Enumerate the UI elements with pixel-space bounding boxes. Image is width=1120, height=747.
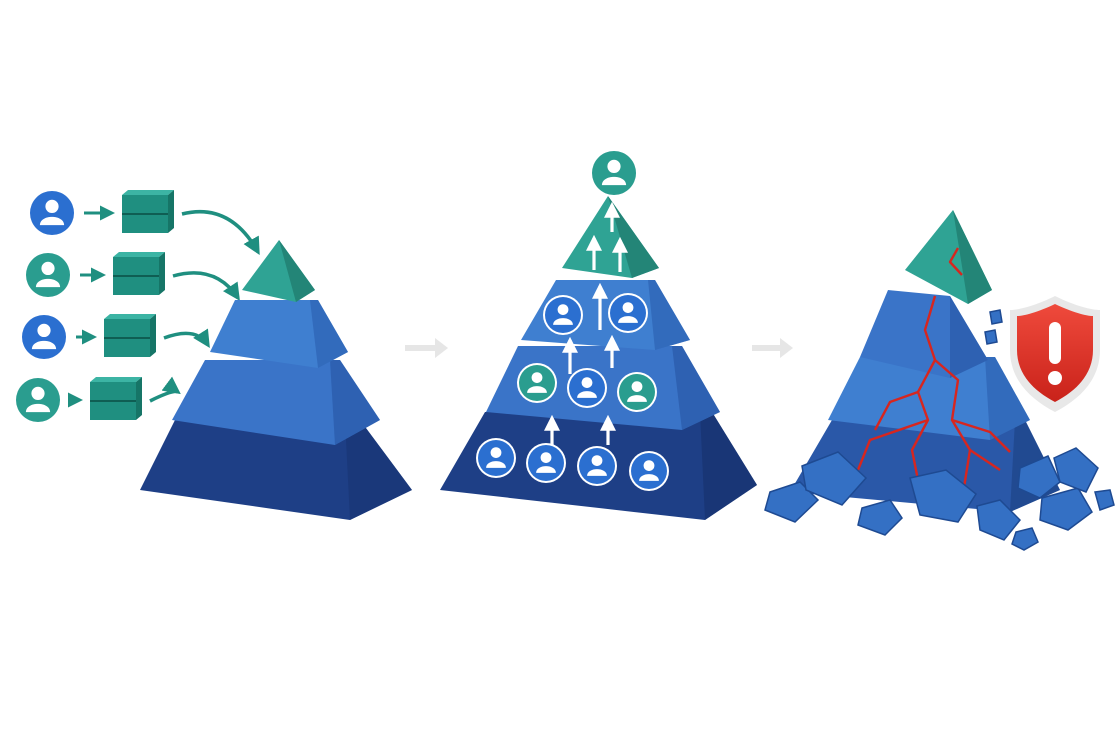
tier-bottom <box>140 420 412 520</box>
panel-promote <box>440 149 757 520</box>
panel-collapse <box>764 210 1115 551</box>
contributor-avatar-icon <box>20 313 68 361</box>
tier-third <box>172 360 380 445</box>
pyramid-collapse <box>790 210 1060 512</box>
contributor-column <box>14 189 260 424</box>
rubble-blocks <box>764 309 1115 551</box>
crack-lines <box>856 247 1011 501</box>
member-avatar-icon <box>577 446 617 486</box>
rubble-block <box>857 499 903 536</box>
build-arrow <box>172 271 240 301</box>
rubble-block <box>1053 447 1099 493</box>
contribution-block-icon <box>90 377 142 420</box>
member-nodes <box>476 149 669 491</box>
tier-middle <box>828 357 1030 440</box>
member-avatar-icon <box>567 368 607 408</box>
pyramid-build <box>140 240 412 520</box>
member-avatar-icon <box>608 293 648 333</box>
rubble-block <box>989 309 1003 325</box>
contribution-block-icon <box>113 252 165 295</box>
rubble-block <box>976 499 1022 541</box>
member-avatar-icon <box>517 363 557 403</box>
member-avatar-icon <box>476 438 516 478</box>
contributor-avatar-icon <box>24 251 72 299</box>
warning-shield-icon <box>1010 296 1100 412</box>
build-arrow <box>149 376 181 403</box>
rubble-block <box>909 469 977 523</box>
rubble-block <box>1039 487 1093 531</box>
build-arrow <box>181 209 260 256</box>
rubble-block <box>984 329 998 345</box>
panel-build <box>14 189 412 520</box>
contributor-avatar-icon <box>28 189 76 237</box>
contributor-avatar-icon <box>14 376 62 424</box>
member-avatar-icon <box>617 372 657 412</box>
rubble-block <box>1094 489 1115 511</box>
member-avatar-icon <box>543 295 583 335</box>
rubble-block <box>1017 455 1061 499</box>
promotion-arrows <box>544 201 628 445</box>
apex-member-avatar-icon <box>590 149 638 197</box>
member-avatar-icon <box>629 451 669 491</box>
member-avatar-icon <box>526 443 566 483</box>
rubble-block <box>1011 527 1039 551</box>
contribution-block-icon <box>104 314 156 357</box>
rubble-block <box>764 481 820 523</box>
tier-bottom <box>790 420 1060 512</box>
rubble-block <box>801 451 868 506</box>
contribution-block-icon <box>122 190 174 233</box>
build-arrow <box>163 328 210 348</box>
